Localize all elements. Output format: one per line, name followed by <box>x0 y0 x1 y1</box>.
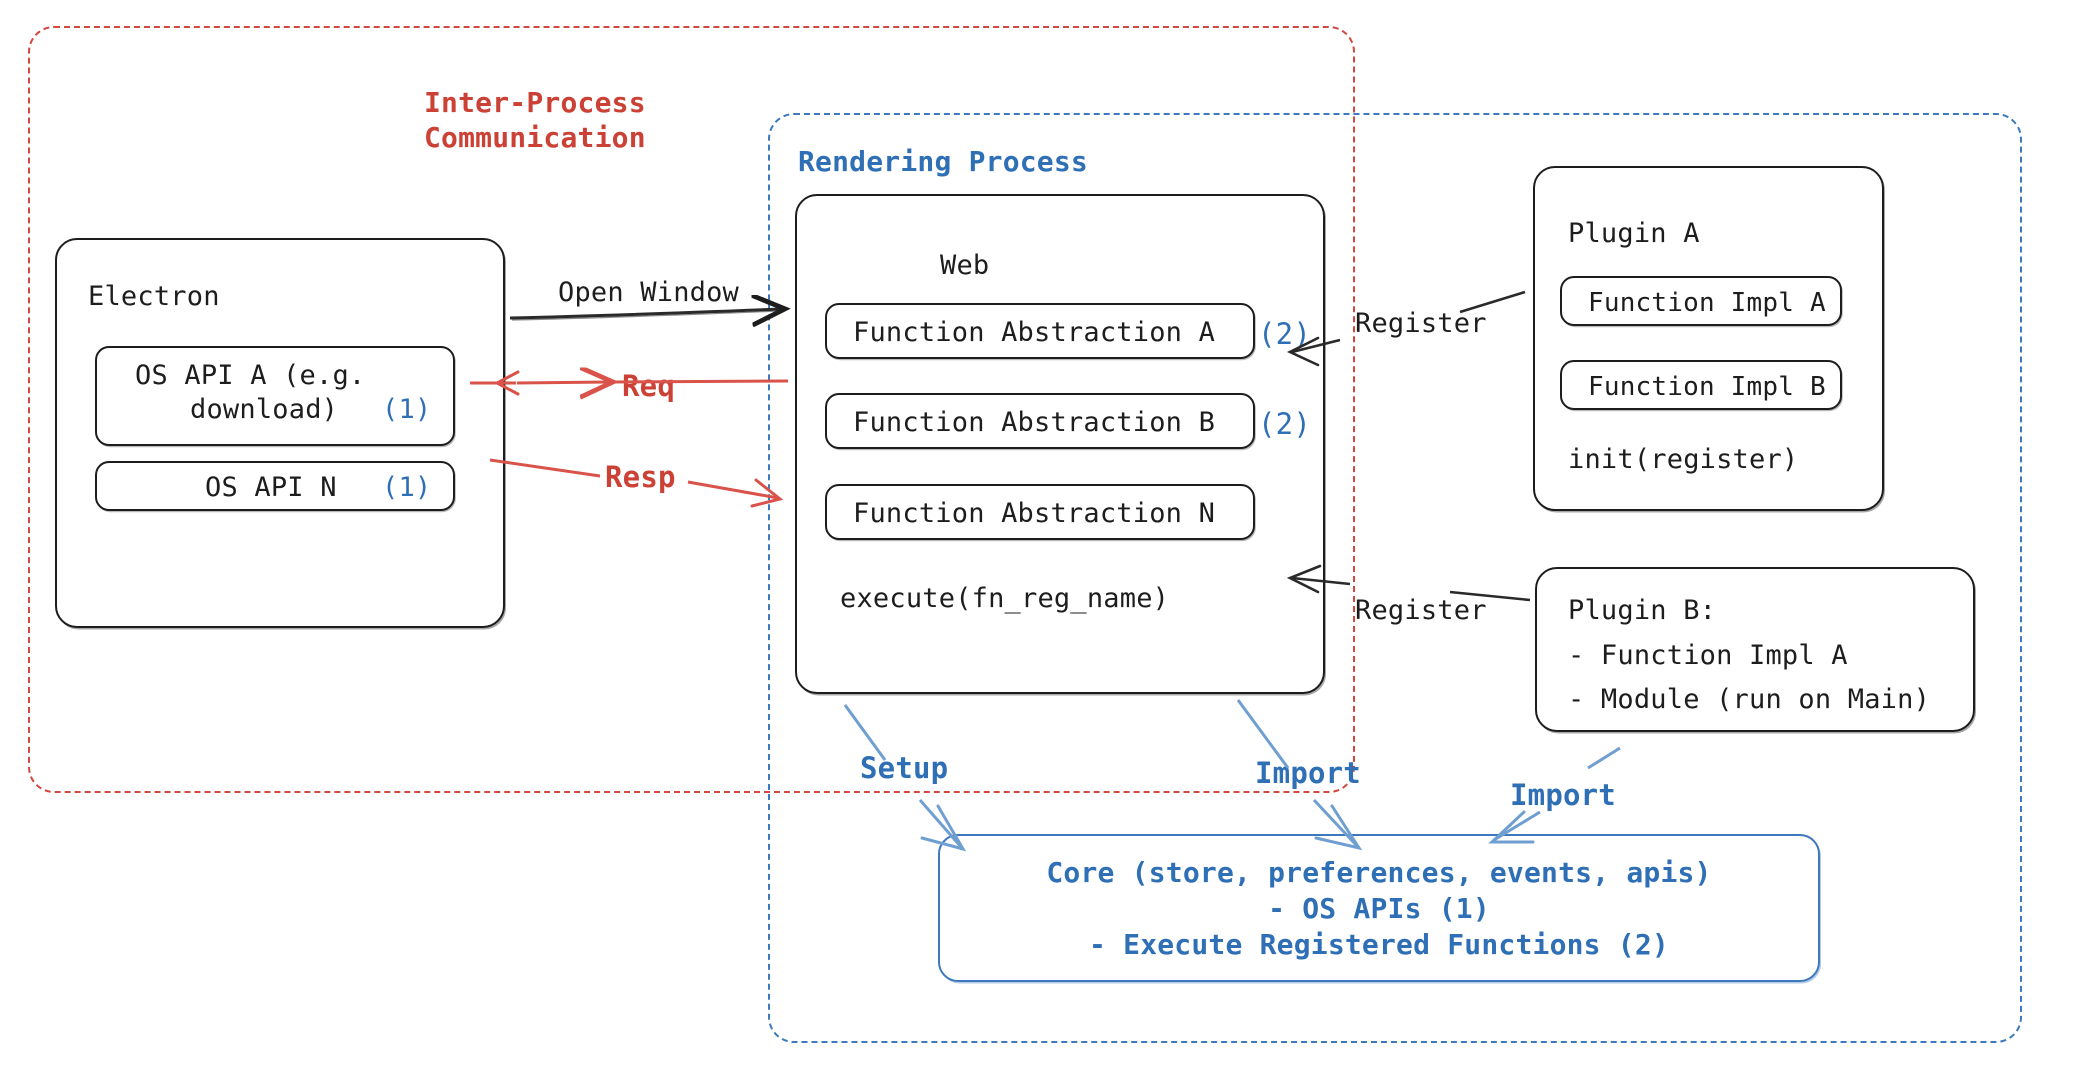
plugin-a-function-impl-a-box[interactable] <box>1560 276 1842 326</box>
region-rendering-process-label: Rendering Process <box>798 145 1088 178</box>
region-rendering-process <box>768 113 2022 1043</box>
os-api-a-tag: (1) <box>382 394 432 425</box>
edge-label-req: Req <box>622 369 675 403</box>
edge-label-import-plugin-b: Import <box>1510 778 1616 812</box>
region-ipc-label-line2: Communication <box>424 121 646 154</box>
function-abstraction-b-label: Function Abstraction B <box>853 407 1216 438</box>
function-abstraction-b-box[interactable] <box>825 393 1255 449</box>
plugin-a-function-impl-a-label: Function Impl A <box>1588 288 1826 318</box>
plugin-b-line-1: - Function Impl A <box>1568 640 1848 671</box>
os-api-n-label: OS API N <box>205 472 337 503</box>
plugin-a-init-footer: init(register) <box>1568 444 1799 475</box>
function-abstraction-n-label: Function Abstraction N <box>853 498 1216 529</box>
os-api-a-label-line2: download) <box>190 394 339 425</box>
core-box[interactable] <box>938 834 1820 982</box>
function-abstraction-a-box[interactable] <box>825 303 1255 359</box>
electron-title: Electron <box>88 281 220 312</box>
plugin-a-function-impl-b-box[interactable] <box>1560 360 1842 410</box>
plugin-b-title: Plugin B: <box>1568 595 1717 626</box>
core-line-1: Core (store, preferences, events, apis) <box>1046 856 1712 889</box>
function-abstraction-n-box[interactable] <box>825 484 1255 540</box>
web-execute-footer: execute(fn_reg_name) <box>840 583 1170 614</box>
function-abstraction-a-label: Function Abstraction A <box>853 317 1216 348</box>
edge-label-open-window: Open Window <box>558 277 740 308</box>
edge-label-register-b: Register <box>1355 595 1487 626</box>
plugin-a-box[interactable] <box>1533 166 1884 511</box>
os-api-a-box[interactable] <box>95 346 455 446</box>
os-api-n-tag: (1) <box>382 472 432 503</box>
os-api-a-label-line1: OS API A (e.g. <box>135 360 366 391</box>
core-line-3: - Execute Registered Functions (2) <box>1089 928 1669 961</box>
edge-label-import-web: Import <box>1255 756 1361 790</box>
edge-label-setup: Setup <box>860 751 949 785</box>
plugin-a-function-impl-b-label: Function Impl B <box>1588 372 1826 402</box>
region-ipc-label-line1: Inter-Process <box>424 86 646 119</box>
core-line-2: - OS APIs (1) <box>1268 892 1490 925</box>
plugin-b-line-2: - Module (run on Main) <box>1568 684 1931 715</box>
function-abstraction-a-tag: (2) <box>1258 317 1311 351</box>
plugin-a-title: Plugin A <box>1568 218 1700 249</box>
edge-label-resp: Resp <box>605 460 676 494</box>
function-abstraction-b-tag: (2) <box>1258 407 1311 441</box>
os-api-n-box[interactable] <box>95 461 455 511</box>
plugin-b-box[interactable] <box>1535 567 1975 732</box>
edge-label-register-a: Register <box>1355 308 1487 339</box>
region-inter-process-communication <box>28 26 1355 793</box>
web-title: Web <box>940 250 990 281</box>
